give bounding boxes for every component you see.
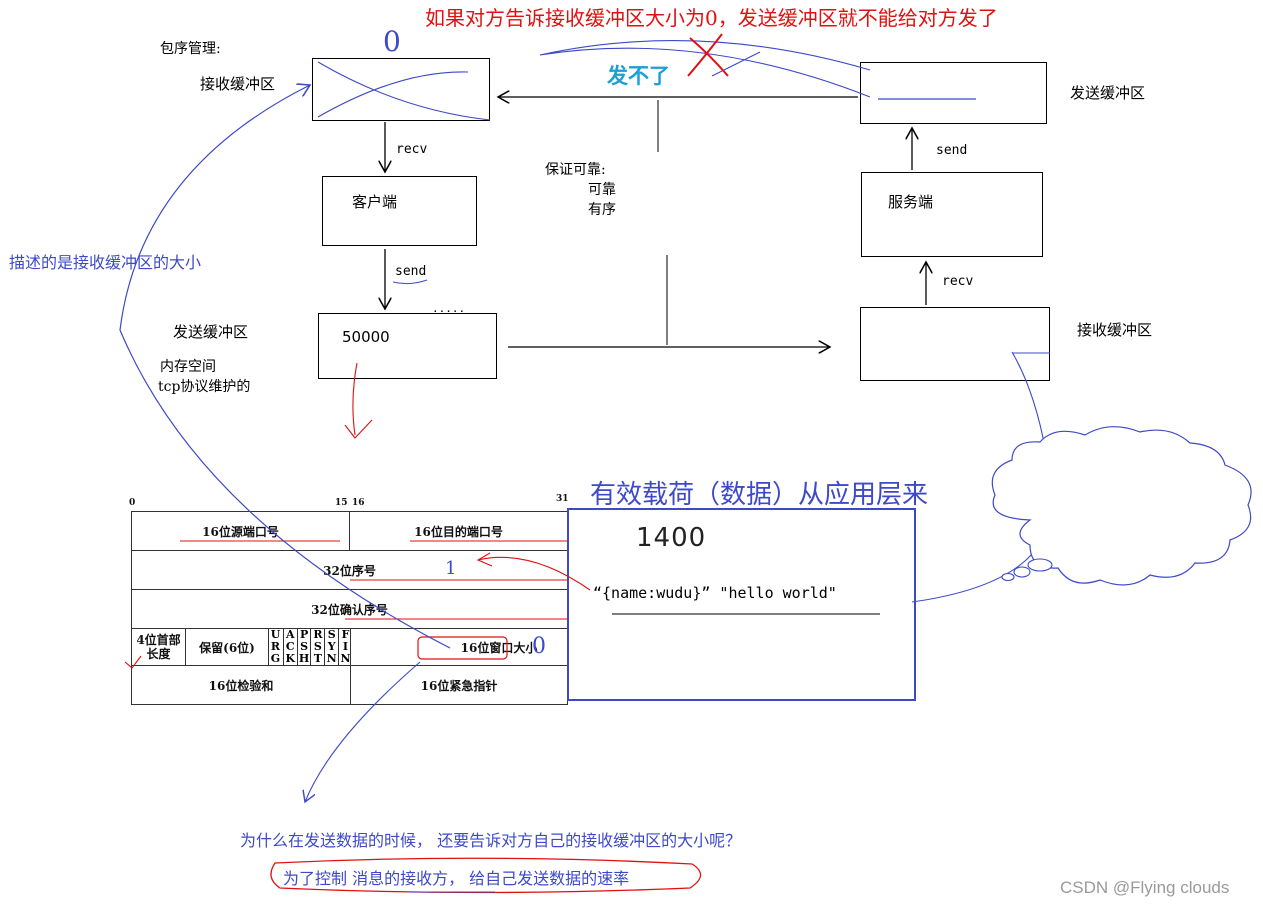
memory-space-label: 内存空间 [160, 359, 216, 375]
red-seq-arrow [477, 556, 591, 591]
cloud-bubble-1 [1027, 558, 1053, 572]
tcp-flag-letter: U [270, 628, 281, 641]
cloud-bubble-3 [1001, 572, 1015, 582]
buffer-value: 50000 [342, 328, 390, 346]
guarantee-ordered: 有序 [588, 202, 616, 218]
src-port-text: 16位源端口号 [202, 524, 279, 539]
bit-15: 15 [335, 498, 348, 508]
tcp-flag-letter: T [313, 652, 322, 665]
tcp-flag-letter: Y [327, 640, 336, 653]
server-label: 服务端 [888, 193, 934, 211]
handwritten-1400: 1400 [636, 523, 707, 553]
red-check [124, 655, 142, 669]
bottom-answer: 为了控制 消息的接收方， 给自己发送数据的速率 [283, 869, 630, 888]
bit-0: 0 [129, 498, 136, 508]
server-send-label: send [936, 143, 968, 158]
server-send-buffer-label: 发送缓冲区 [1070, 84, 1146, 102]
window-zero-mark: 0 [532, 634, 546, 659]
window-to-question-arc [305, 661, 421, 802]
window-to-recv-arc [119, 85, 451, 649]
ack-text: 32位确认序号 [311, 602, 388, 617]
red-seq-arrowhead [476, 552, 493, 567]
tcp-flag-letter: N [340, 652, 351, 665]
red-x [687, 33, 729, 77]
client-send-buffer-label: 发送缓冲区 [173, 323, 249, 341]
checksum-text: 16位检验和 [208, 678, 274, 693]
window-text: 16位窗口大小 [460, 640, 538, 655]
tcp-flag-letter: I [342, 640, 349, 653]
server-recv-buffer-label: 接收缓冲区 [1077, 321, 1153, 339]
client-dots: ..... [432, 302, 466, 315]
recv-buffer-cross [317, 61, 491, 121]
dst-port-text: 16位目的端口号 [414, 524, 503, 539]
client-send-buffer-box [318, 313, 497, 379]
server-box [861, 172, 1043, 257]
tcp-flag-letter: R [270, 640, 281, 653]
top-arc-tail [711, 51, 761, 77]
server-recv-label: recv [942, 274, 974, 289]
client-recv-buffer-box [312, 58, 490, 121]
tcp-flag-letter: N [326, 652, 337, 665]
tcp-flag-letter: H [298, 652, 310, 665]
tcp-flag-letter: P [299, 628, 309, 641]
window-highlight [417, 636, 508, 660]
client-label: 客户端 [352, 193, 398, 211]
tcp-flag-letter: C [285, 640, 295, 653]
client-send-label: send [395, 264, 427, 279]
tcp-flag-letter: A [286, 628, 295, 641]
client-recv-label: recv [396, 142, 428, 157]
server-send-buffer-box [860, 62, 1047, 124]
tcp-flag-letter: S [300, 640, 309, 653]
seq-mark: 1 [445, 558, 457, 579]
top-arc [539, 40, 871, 98]
package-mgmt-label: 包序管理: [160, 41, 221, 57]
top-zero-mark: 0 [383, 25, 401, 58]
tcp-flag-letter: G [270, 652, 281, 665]
tcp-flag-letter: S [313, 640, 322, 653]
hdr-len-line1: 4位首部 [136, 633, 181, 647]
client-box [322, 176, 477, 246]
urgent-text: 16位紧急指针 [420, 678, 498, 693]
tcp-flag-letter: S [327, 628, 336, 641]
answer-highlight [270, 857, 702, 894]
cloud-bubble-2 [1013, 566, 1031, 578]
hdr-len-line2: 长度 [146, 647, 171, 661]
cannot-send-label: 发不了 [607, 64, 670, 88]
payload-box [567, 508, 916, 701]
thought-cloud [991, 426, 1252, 586]
tcp-flag-letter: F [341, 628, 350, 641]
client-recv-buffer-label: 接收缓冲区 [200, 75, 276, 93]
bit-16: 16 [352, 498, 365, 508]
tcp-flag-letter: R [313, 628, 323, 641]
red-down-arrow [344, 362, 373, 439]
send-underline [392, 279, 428, 285]
seq-text: 32位序号 [323, 563, 376, 578]
guarantee-title: 保证可靠: [545, 162, 606, 178]
reserved-text: 保留(6位) [199, 640, 255, 655]
headline-zero-window: 如果对方告诉接收缓冲区大小为0，发送缓冲区就不能给对方发了 [425, 6, 998, 30]
server-recv-buffer-box [860, 307, 1050, 381]
guarantee-reliable: 可靠 [588, 182, 616, 198]
tcp-maintained-label: tcp协议维护的 [158, 379, 251, 395]
bottom-question: 为什么在发送数据的时候， 还要告诉对方自己的接收缓冲区的大小呢？ [240, 831, 742, 850]
payload-content: “{name:wudu}” "hello world" [593, 584, 837, 602]
bit-31: 31 [556, 494, 569, 504]
left-window-note: 描述的是接收缓冲区的大小 [9, 253, 202, 272]
watermark: CSDN @Flying clouds [1060, 878, 1230, 897]
payload-title: 有效载荷（数据）从应用层来 [590, 480, 929, 510]
tcp-flag-letter: K [285, 652, 296, 665]
